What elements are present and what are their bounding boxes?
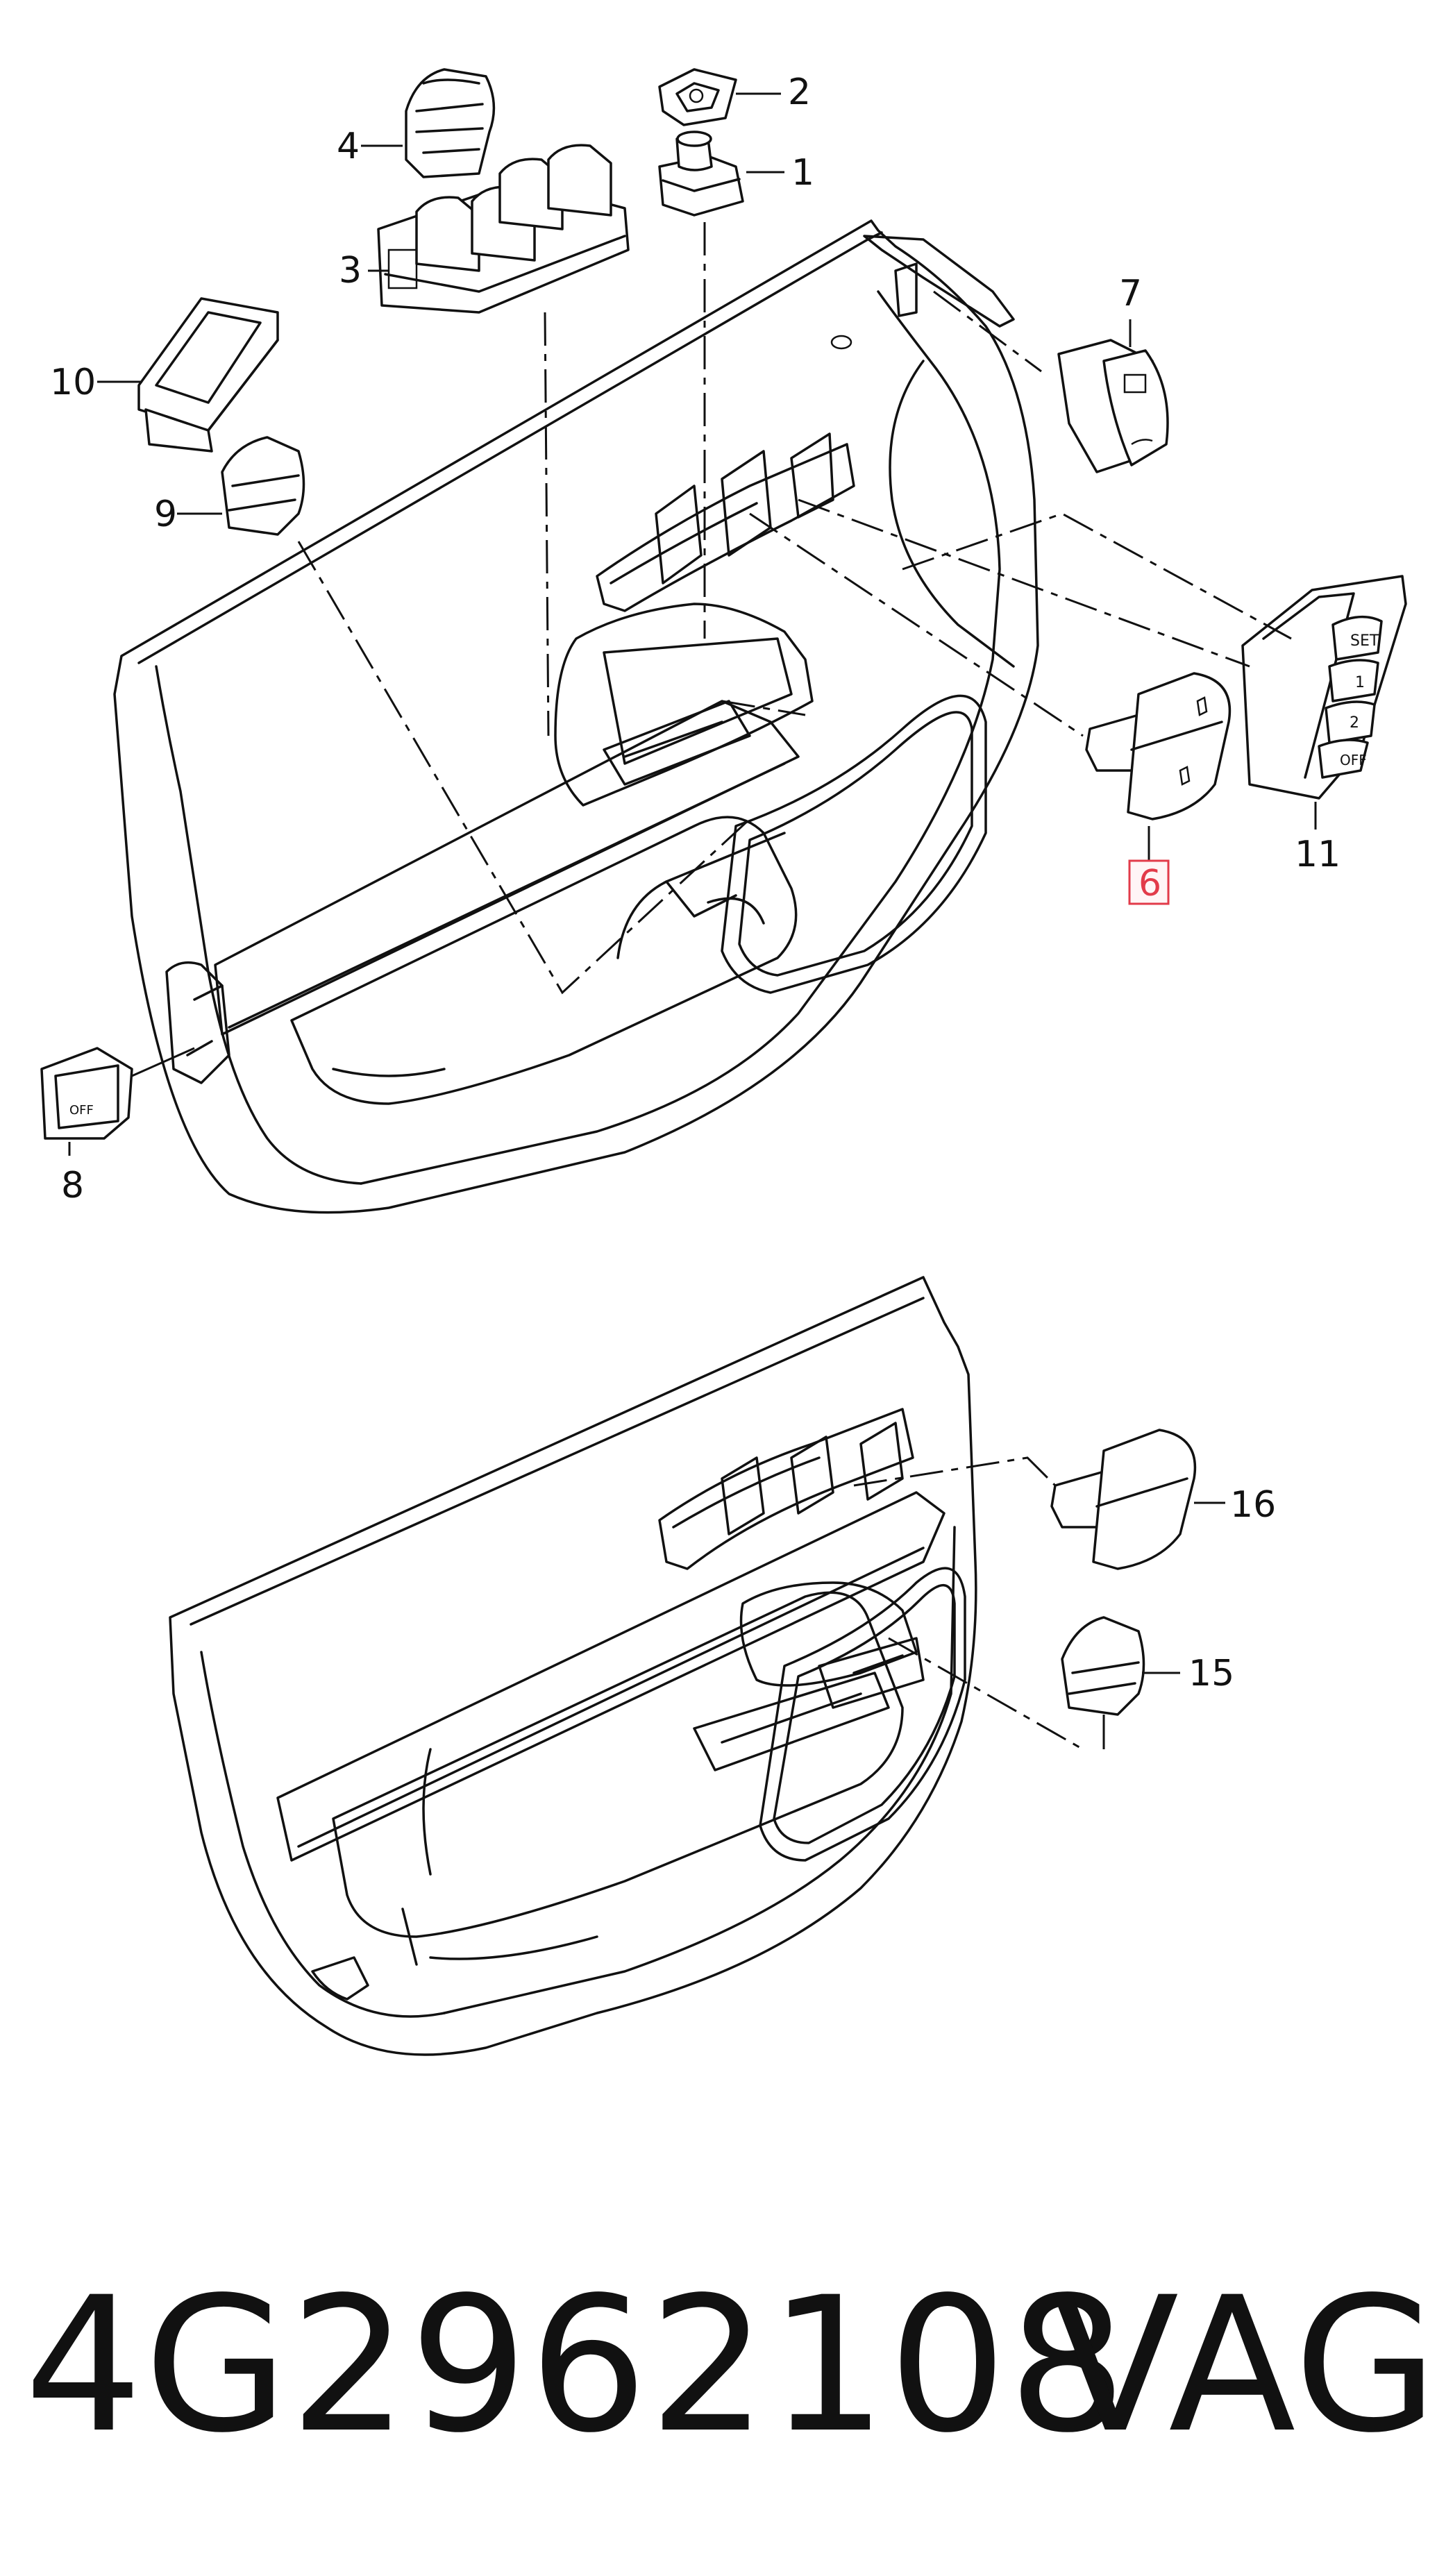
callout-3: 3	[339, 250, 362, 292]
callout-2: 2	[788, 71, 811, 113]
brand-label: VAG	[1052, 2257, 1437, 2474]
callout-9: 9	[154, 494, 177, 535]
part-3-window-switch-block	[377, 144, 630, 314]
part-16-switch	[1050, 1429, 1197, 1570]
part-15-switch	[1061, 1616, 1145, 1716]
callout-4: 4	[337, 126, 360, 167]
leader-lines	[68, 92, 1317, 1749]
part-8-switch: OFF	[40, 1047, 133, 1140]
upper-door-panel	[113, 219, 1039, 1214]
callout-15: 15	[1188, 1653, 1234, 1694]
part-number-label: 4G2962108	[24, 2257, 1128, 2474]
part-6-central-locking-switch	[1085, 672, 1232, 820]
part-10-switch-housing	[137, 297, 279, 453]
callout-1: 1	[791, 152, 814, 194]
cruise-1-legend: 1	[1355, 674, 1365, 691]
callout-11: 11	[1295, 834, 1341, 875]
callout-8: 8	[61, 1165, 84, 1206]
callout-10: 10	[50, 362, 96, 403]
callouts: 1 2 3 4 6 7 8 9 10 11 15 16	[50, 71, 1341, 1694]
part-2-bezel	[658, 68, 737, 126]
switch8-off-legend: OFF	[69, 1103, 94, 1118]
callout-6-highlight-box	[1128, 859, 1170, 905]
lower-door-panel	[169, 1276, 977, 2056]
part-4-window-switch	[405, 68, 496, 178]
part-9-switch	[221, 436, 305, 536]
callout-7: 7	[1119, 273, 1142, 314]
callout-6: 6	[1138, 863, 1161, 904]
part-1-mirror-knob	[658, 131, 744, 217]
part-11-cruise-switch: SET 1 2 OFF	[1241, 575, 1407, 800]
assignment-lines	[297, 222, 1292, 1751]
callout-16: 16	[1230, 1484, 1276, 1526]
part-7-switch	[1057, 339, 1169, 473]
cruise-2-legend: 2	[1350, 714, 1359, 732]
cruise-set-legend: SET	[1350, 632, 1379, 650]
cruise-off-legend: OFF	[1340, 752, 1367, 768]
